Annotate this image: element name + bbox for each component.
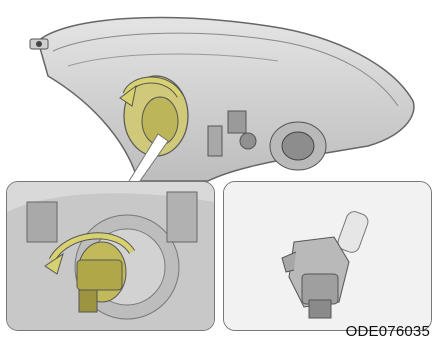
removed-bulb-illustration <box>223 181 432 331</box>
headlamp-assembly-illustration <box>8 6 426 186</box>
socket-closeup-drawing <box>7 182 214 330</box>
headlamp-assembly-drawing <box>8 6 426 186</box>
socket-rotation-closeup <box>6 181 215 331</box>
figure-code: ODE076035 <box>346 323 430 340</box>
bulb-socket-drawing <box>224 182 431 330</box>
